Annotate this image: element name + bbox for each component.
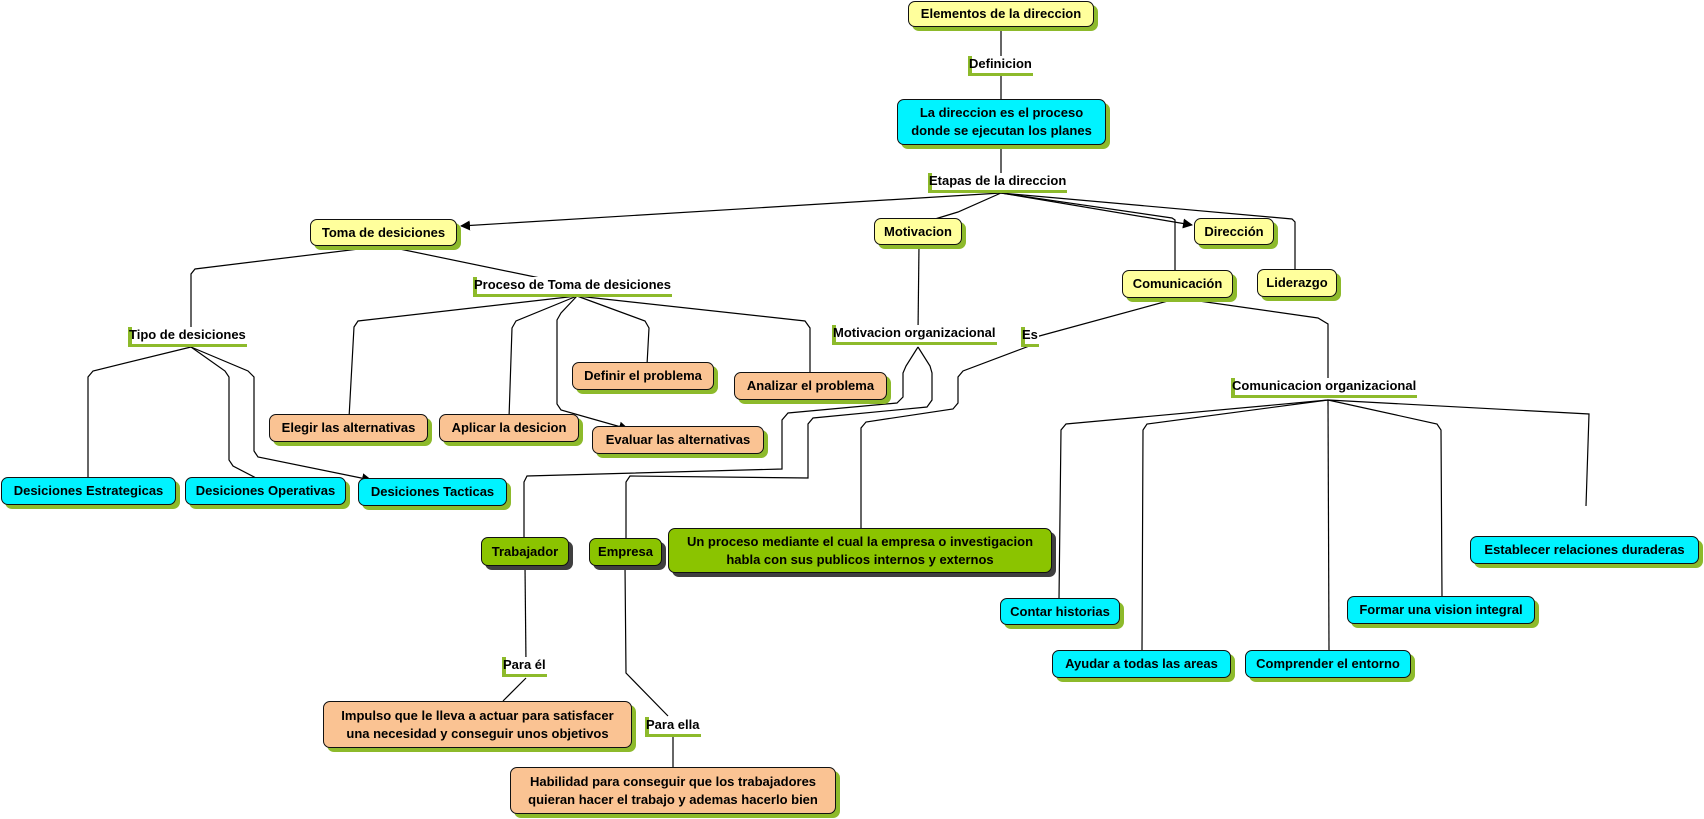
node-comprender-entorno[interactable]: Comprender el entorno [1245, 650, 1411, 678]
link-tipo-tacticas [190, 346, 372, 484]
node-liderazgo[interactable]: Liderazgo [1257, 269, 1337, 297]
node-desiciones-tacticas[interactable]: Desiciones Tacticas [358, 478, 507, 506]
link-comorg-relaciones [1327, 399, 1590, 507]
node-evaluar-alternativas[interactable]: Evaluar las alternativas [592, 426, 764, 454]
link-etapas-direccion [1000, 192, 1193, 229]
node-elegir-alternativas[interactable]: Elegir las alternativas [269, 414, 428, 442]
link-proceso-elegir [348, 295, 578, 419]
node-comunicacion[interactable]: Comunicación [1122, 270, 1233, 298]
node-direccion[interactable]: Dirección [1194, 218, 1274, 245]
node-empresa[interactable]: Empresa [589, 538, 662, 566]
link-etapas-liderazgo [1000, 192, 1296, 270]
link-es-proceso [860, 344, 1033, 529]
link-etapas-comunicacion [1000, 192, 1176, 270]
link-tipo-operativas [190, 346, 257, 479]
link-comorg-historias [1058, 399, 1329, 600]
link-comorg-entorno [1327, 399, 1330, 652]
link-empresa-paraella [624, 565, 669, 717]
link-org-trabajador [523, 346, 919, 538]
link-comorg-areas [1141, 399, 1329, 652]
link-comorg-vision [1327, 399, 1443, 598]
link-trabajador-parael [524, 565, 527, 665]
link-label-proceso-toma: Proceso de Toma de desiciones [473, 277, 672, 297]
node-definir-problema[interactable]: Definir el problema [572, 362, 714, 390]
link-label-para-el: Para él [502, 657, 547, 677]
node-vision-integral[interactable]: Formar una vision integral [1347, 596, 1535, 624]
node-elementos[interactable]: Elementos de la direccion [908, 1, 1094, 27]
link-comunicacion-es [1031, 298, 1176, 339]
node-proceso-comunicacion[interactable]: Un proceso mediante el cual la empresa o… [668, 528, 1052, 573]
node-analizar-problema[interactable]: Analizar el problema [734, 372, 887, 400]
node-motivacion[interactable]: Motivacion [874, 218, 962, 245]
link-label-etapas: Etapas de la direccion [928, 173, 1068, 193]
link-toma-tipo [190, 246, 376, 332]
link-tipo-estrategicas [87, 346, 192, 478]
link-motivacion-org [917, 244, 920, 333]
node-habilidad[interactable]: Habilidad para conseguir que los trabaja… [510, 767, 836, 814]
link-toma-proceso [389, 246, 541, 279]
link-label-tipo: Tipo de desiciones [128, 327, 247, 347]
node-desiciones-estrategicas[interactable]: Desiciones Estrategicas [1, 477, 176, 505]
link-etapas-motivacion [934, 192, 1002, 220]
node-relaciones-duraderas[interactable]: Establecer relaciones duraderas [1470, 536, 1699, 564]
link-org-empresa [625, 346, 933, 538]
link-label-comunicacion-org: Comunicacion organizacional [1231, 378, 1418, 398]
link-label-es: Es [1021, 327, 1039, 347]
link-label-motivacion-org: Motivacion organizacional [832, 325, 997, 345]
link-comunicacion-org [1184, 298, 1329, 380]
node-contar-historias[interactable]: Contar historias [1000, 598, 1120, 625]
node-desiciones-operativas[interactable]: Desiciones Operativas [185, 477, 346, 505]
link-proceso-definir [576, 295, 650, 366]
node-impulso[interactable]: Impulso que le lleva a actuar para satis… [323, 701, 632, 748]
node-ayudar-areas[interactable]: Ayudar a todas las areas [1052, 650, 1231, 678]
node-aplicar-desicion[interactable]: Aplicar la desicion [439, 414, 579, 442]
link-label-para-ella: Para ella [645, 717, 701, 737]
node-trabajador[interactable]: Trabajador [481, 537, 569, 566]
link-proceso-aplicar [508, 295, 578, 419]
link-label-definicion: Definicion [968, 56, 1033, 76]
node-direccion-definicion[interactable]: La direccion es el proceso donde se ejec… [897, 99, 1106, 145]
node-toma-desiciones[interactable]: Toma de desiciones [310, 219, 457, 246]
link-etapas-toma [460, 192, 1002, 231]
link-proceso-analizar [576, 295, 811, 374]
link-parael-impulso [502, 677, 527, 702]
link-proceso-evaluar [556, 295, 629, 432]
